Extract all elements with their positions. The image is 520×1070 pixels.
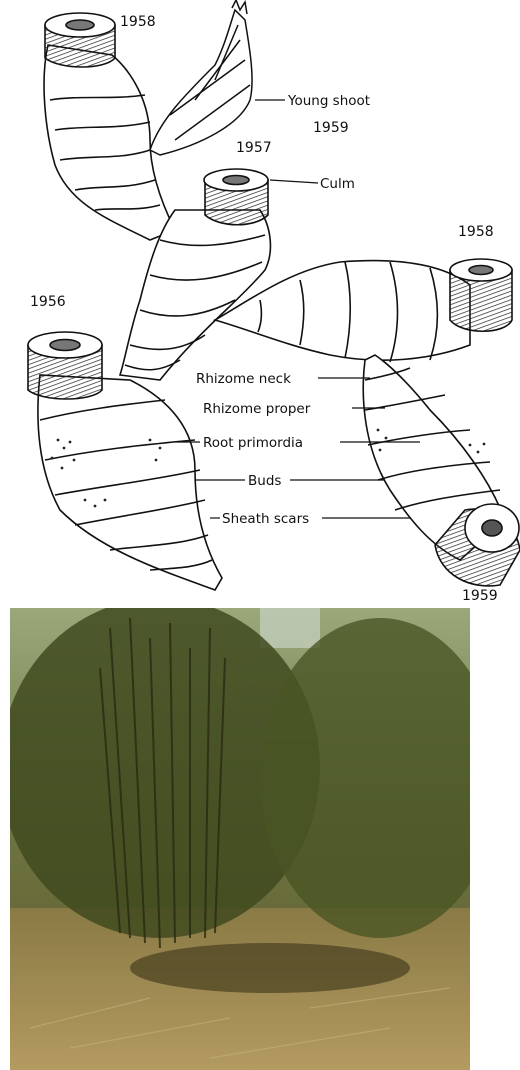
culm-stub-1957 <box>204 169 268 225</box>
culm-stub-1958-top <box>45 13 115 67</box>
bamboo-clump-photo <box>10 608 470 1070</box>
rhizome-diagram: 1958 1959 1957 1958 1956 1959 Young shoo… <box>0 0 520 605</box>
young-shoot <box>150 0 252 155</box>
year-label-bottom-right: 1959 <box>462 588 498 604</box>
label-rhizome-proper: Rhizome proper <box>203 401 311 417</box>
culm-stub-1956 <box>28 332 102 399</box>
label-sheath-scars: Sheath scars <box>222 511 309 527</box>
label-culm: Culm <box>320 176 355 192</box>
culm-stub-1958-right <box>450 259 512 331</box>
year-label-center: 1957 <box>236 140 272 156</box>
year-label-right: 1958 <box>458 224 494 240</box>
label-root-primordia: Root primordia <box>203 435 303 451</box>
year-label-top-left: 1958 <box>120 14 156 30</box>
label-young-shoot: Young shoot <box>287 93 370 109</box>
label-rhizome-neck: Rhizome neck <box>196 371 291 387</box>
year-label-young-shoot: 1959 <box>313 120 349 136</box>
rhizome-segment-1956 <box>38 375 222 590</box>
label-buds: Buds <box>248 473 281 489</box>
year-label-left: 1956 <box>30 294 66 310</box>
